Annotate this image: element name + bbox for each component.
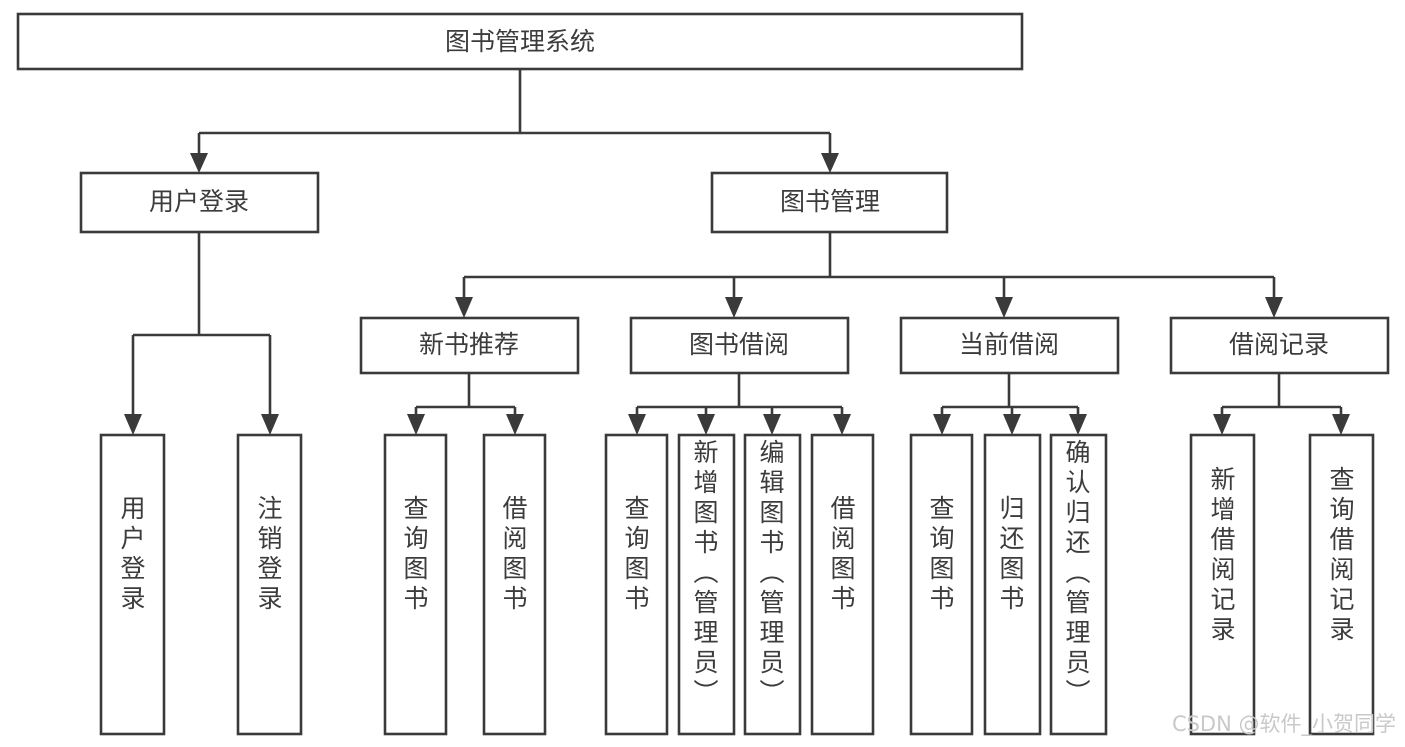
arrow-bb-to-leaf-edit-book [763, 414, 781, 435]
leaf-node-layer: 用户登录 注销登录 查询图书 借阅图书 查询图书 新增图书︵管理员︶ [99, 433, 1375, 736]
leaf-query-book-1-label: 查询图书 [403, 494, 428, 613]
arrow-bm-to-borrow-record [1265, 297, 1283, 318]
leaf-query-borrow-record-label: 查询借阅记录 [1329, 465, 1354, 644]
book-borrow-label: 图书借阅 [689, 330, 789, 359]
node-book-management[interactable]: 图书管理 [710, 171, 949, 234]
arrow-login-to-leaf-logout [261, 414, 279, 435]
csdn-watermark: CSDN @软件_小贺同学 [1172, 712, 1396, 737]
node-user-login[interactable]: 用户登录 [79, 171, 320, 234]
leaf-logout-box[interactable] [236, 433, 303, 736]
arrow-root-to-user-login [190, 153, 208, 173]
leaf-query-book-2-box[interactable] [604, 433, 669, 736]
arrow-cb-to-leaf-return-book [1003, 414, 1021, 435]
new-book-recommend-label: 新书推荐 [419, 330, 519, 359]
arrow-nbr-to-leaf-borrow-book [506, 414, 524, 435]
arrow-cb-to-leaf-query-book [933, 414, 951, 435]
book-borrow-box[interactable] [629, 316, 850, 375]
node-leaf-add-book[interactable]: 新增图书︵管理员︶ [677, 433, 736, 736]
borrow-record-box[interactable] [1169, 316, 1390, 375]
leaf-confirm-return-box[interactable] [1049, 433, 1108, 736]
user-login-box[interactable] [79, 171, 320, 234]
leaf-logout-label: 注销登录 [257, 494, 282, 613]
leaf-return-book-box[interactable] [983, 433, 1042, 736]
leaf-borrow-book-2-box[interactable] [810, 433, 875, 736]
arrow-root-to-book-management [821, 153, 839, 173]
node-leaf-logout[interactable]: 注销登录 [236, 433, 303, 736]
leaf-query-book-1-box[interactable] [383, 433, 448, 736]
leaf-query-book-2-label: 查询图书 [624, 494, 649, 613]
arrow-bm-to-current-borrow [995, 297, 1013, 318]
node-leaf-confirm-return[interactable]: 确认归还︵管理员︶ [1049, 433, 1108, 736]
current-borrow-label: 当前借阅 [959, 330, 1059, 359]
leaf-query-book-3-label: 查询图书 [929, 494, 954, 613]
leaf-add-borrow-record-label: 新增借阅记录 [1210, 465, 1235, 644]
node-book-borrow[interactable]: 图书借阅 [629, 316, 850, 375]
arrow-bb-to-leaf-query-book [628, 414, 646, 435]
user-login-label: 用户登录 [149, 187, 249, 216]
node-leaf-add-borrow-record[interactable]: 新增借阅记录 [1189, 433, 1256, 736]
node-leaf-query-book-2[interactable]: 查询图书 [604, 433, 669, 736]
leaf-add-book-label: 新增图书︵管理员︶ [693, 438, 718, 707]
arrow-login-to-leaf-user-login [124, 414, 142, 435]
node-current-borrow[interactable]: 当前借阅 [899, 316, 1120, 375]
node-leaf-query-borrow-record[interactable]: 查询借阅记录 [1308, 433, 1375, 736]
arrow-br-to-leaf-add-record [1213, 414, 1231, 435]
arrow-nbr-to-leaf-query-book [407, 414, 425, 435]
node-leaf-user-login[interactable]: 用户登录 [99, 433, 166, 736]
leaf-add-book-box[interactable] [677, 433, 736, 736]
leaf-confirm-return-label: 确认归还︵管理员︶ [1065, 438, 1090, 707]
new-book-recommend-box[interactable] [359, 316, 580, 375]
node-leaf-return-book[interactable]: 归还图书 [983, 433, 1042, 736]
arrow-bb-to-leaf-borrow-book [833, 414, 851, 435]
leaf-borrow-book-1-label: 借阅图书 [502, 494, 527, 613]
leaf-user-login-box[interactable] [99, 433, 166, 736]
leaf-edit-book-box[interactable] [743, 433, 802, 736]
borrow-record-label: 借阅记录 [1229, 330, 1329, 359]
connector-layer [124, 69, 1350, 435]
node-leaf-borrow-book-2[interactable]: 借阅图书 [810, 433, 875, 736]
node-borrow-record[interactable]: 借阅记录 [1169, 316, 1390, 375]
leaf-user-login-label: 用户登录 [120, 494, 145, 613]
node-new-book-recommend[interactable]: 新书推荐 [359, 316, 580, 375]
node-leaf-query-book-3[interactable]: 查询图书 [909, 433, 974, 736]
leaf-query-book-3-box[interactable] [909, 433, 974, 736]
leaf-return-book-label: 归还图书 [999, 494, 1024, 613]
node-leaf-borrow-book-1[interactable]: 借阅图书 [482, 433, 547, 736]
node-title-system[interactable]: 图书管理系统 [16, 12, 1024, 71]
leaf-borrow-book-2-label: 借阅图书 [830, 494, 855, 613]
arrow-bm-to-new-book-recommend [455, 297, 473, 318]
node-leaf-edit-book[interactable]: 编辑图书︵管理员︶ [743, 433, 802, 736]
node-leaf-query-book-1[interactable]: 查询图书 [383, 433, 448, 736]
arrow-bb-to-leaf-add-book [697, 414, 715, 435]
leaf-borrow-book-1-box[interactable] [482, 433, 547, 736]
current-borrow-box[interactable] [899, 316, 1120, 375]
arrow-cb-to-leaf-confirm-return [1069, 414, 1087, 435]
arrow-bm-to-book-borrow [725, 297, 743, 318]
book-management-label: 图书管理 [780, 187, 880, 216]
leaf-add-borrow-record-box[interactable] [1189, 433, 1256, 736]
title-node-box[interactable] [16, 12, 1024, 71]
arrow-br-to-leaf-query-record [1332, 414, 1350, 435]
book-management-box[interactable] [710, 171, 949, 234]
leaf-edit-book-label: 编辑图书︵管理员︶ [759, 438, 784, 707]
title-node-label: 图书管理系统 [445, 27, 595, 56]
leaf-query-borrow-record-box[interactable] [1308, 433, 1375, 736]
